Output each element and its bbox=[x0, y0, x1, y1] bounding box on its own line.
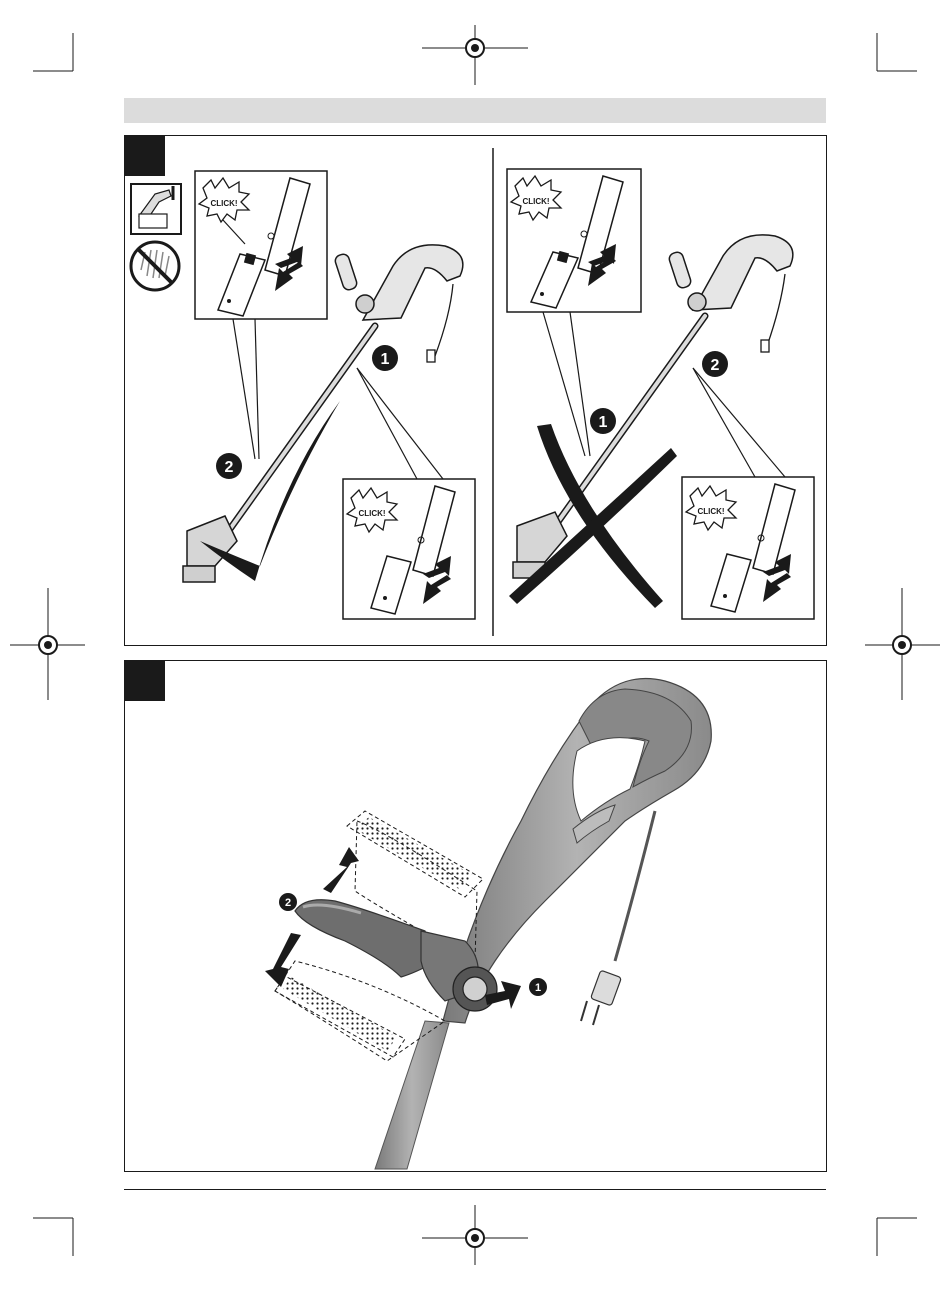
step-number-2: 2 bbox=[225, 459, 234, 476]
step-number-1: 1 bbox=[535, 982, 541, 994]
read-manual-icon bbox=[131, 184, 181, 234]
step-number-2: 2 bbox=[285, 897, 291, 909]
down-arrow-icon bbox=[265, 933, 301, 987]
click-label: CLICK! bbox=[210, 199, 237, 208]
power-plug-icon bbox=[581, 970, 621, 1025]
step-number-1: 1 bbox=[381, 351, 390, 368]
assembly-illustration: CLICK! CLICK! 1 2 bbox=[125, 136, 826, 645]
detail-box-left-bottom: CLICK! bbox=[343, 479, 475, 619]
detail-box-right-bottom: CLICK! bbox=[682, 477, 814, 619]
detail-box-right-top: CLICK! bbox=[507, 169, 641, 312]
click-label: CLICK! bbox=[358, 509, 385, 518]
step-number-2: 2 bbox=[711, 357, 720, 374]
click-label: CLICK! bbox=[522, 197, 549, 206]
step-number-1: 1 bbox=[599, 414, 608, 431]
figure-panel-handle-adjustment: 1 2 bbox=[124, 660, 827, 1172]
click-label: CLICK! bbox=[697, 507, 724, 516]
auxiliary-handle bbox=[295, 900, 437, 977]
no-rain-icon bbox=[131, 242, 179, 290]
header-band bbox=[124, 98, 826, 123]
check-mark-icon bbox=[200, 401, 340, 581]
up-arrow-icon bbox=[323, 847, 359, 893]
figure-panel-assembly: CLICK! CLICK! 1 2 bbox=[124, 135, 827, 646]
footer-rule bbox=[124, 1189, 826, 1190]
handle-adjustment-illustration: 1 2 bbox=[125, 661, 826, 1171]
cross-mark-icon bbox=[509, 424, 677, 608]
detail-box-left-top: CLICK! bbox=[195, 171, 327, 319]
